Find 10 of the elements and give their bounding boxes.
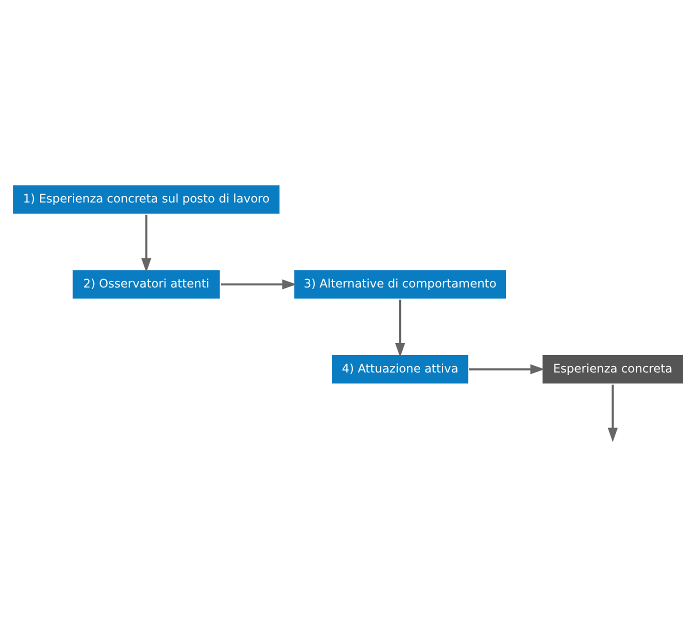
node-box: 3) Alternative di comportamento [292,268,508,300]
arrow [469,364,545,374]
arrow [220,279,297,290]
arrow [395,300,406,358]
node-box: 2) Osservatori attenti [71,268,222,300]
arrow [141,214,152,272]
node-box: 4) Attuazione attiva [330,353,470,386]
node-box: Esperienza concreta [540,353,685,386]
node-box: 1) Esperienza concreta sul posto di lavoro [11,184,282,216]
arrow [608,384,618,442]
